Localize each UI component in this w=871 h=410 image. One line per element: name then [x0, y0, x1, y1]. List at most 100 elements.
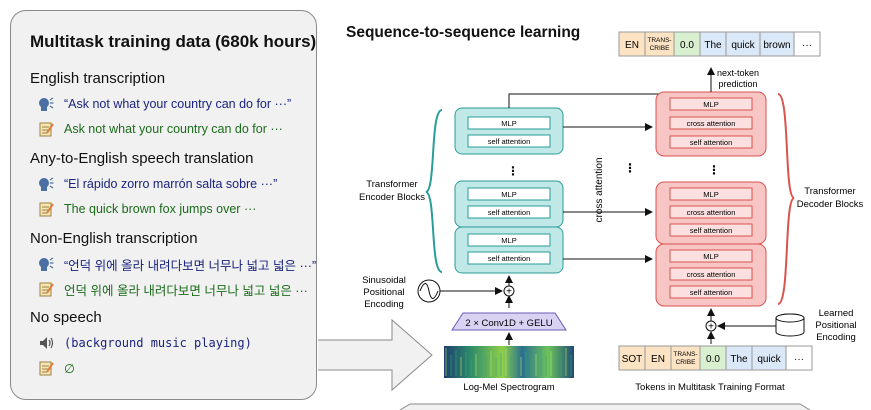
decoder-bracket: [777, 93, 795, 305]
memo-icon: [38, 360, 54, 376]
flow-arrow: [318, 318, 433, 392]
decoder-mlp-label: MLP: [703, 252, 718, 261]
sinusoidal-label-3: Encoding: [364, 299, 404, 310]
diagram-title: Sequence-to-sequence learning: [346, 24, 580, 41]
token-cell: [673, 31, 701, 57]
speaker-icon: [38, 335, 54, 351]
decoder-cross-attention-label: cross attention: [687, 270, 736, 279]
section-heading: Any-to-English speech translation: [30, 150, 254, 167]
example-row: ∅: [38, 359, 75, 377]
example-text: Ask not what your country can do for ···: [64, 122, 283, 136]
tokens-label: Tokens in Multitask Training Format: [635, 382, 785, 393]
encoder-block-top: MLP self attention: [454, 107, 564, 155]
memo-icon: [38, 281, 54, 297]
token-label: EN: [625, 40, 639, 51]
bottom-partial-panel: [399, 403, 811, 410]
learned-label-2: Positional: [815, 320, 856, 331]
example-row: (background music playing): [38, 334, 252, 352]
encoder-ellipsis: ⋮: [507, 164, 519, 178]
example-text: “El rápido zorro marrón salta sobre ···”: [64, 177, 278, 191]
decoder-cross-attention-label: cross attention: [687, 208, 736, 217]
memo-icon: [38, 121, 54, 137]
example-row: 언덕 위에 올라 내려다보면 너무나 넓고 넓은 ···: [38, 280, 308, 298]
encoder-label-line2: Encoder Blocks: [359, 192, 425, 203]
memo-icon: [38, 201, 54, 217]
learned-label-3: Encoding: [816, 332, 856, 343]
next-token-label-2: prediction: [718, 79, 757, 89]
conv-block: [451, 312, 567, 331]
encoder-bracket: [425, 109, 443, 273]
encoder-mlp-label: MLP: [501, 236, 516, 245]
decoder-mlp-label: MLP: [703, 190, 718, 199]
example-row: “언덕 위에 올라 내려다보면 너무나 넓고 넓은 ···”: [38, 255, 316, 273]
token-label: CRIBE: [650, 45, 671, 52]
svg-text:+: +: [506, 287, 512, 298]
token-cell: [699, 345, 727, 371]
token-label: brown: [763, 40, 790, 51]
token-cell: [759, 31, 795, 57]
sinusoidal-label-1: Sinusoidal: [362, 275, 406, 286]
speaking-head-icon: [38, 256, 54, 272]
example-text: “언덕 위에 올라 내려다보면 너무나 넓고 넓은 ···”: [64, 258, 317, 273]
decoder-block-bottom: MLP cross attention self attention: [655, 243, 767, 307]
panel-title: Multitask training data (680k hours): [30, 32, 317, 51]
section-heading: No speech: [30, 309, 102, 326]
token-cell: [725, 345, 753, 371]
encoder-block-bottom: MLP self attention: [454, 226, 564, 274]
token-cell: [618, 31, 646, 57]
token-label: ···: [794, 354, 804, 365]
speaking-head-icon: [38, 96, 54, 112]
token-cell: [644, 31, 675, 57]
token-cell: [751, 345, 787, 371]
spectrogram-label: Log-Mel Spectrogram: [463, 382, 554, 393]
decoder-ellipsis: ⋮: [708, 163, 720, 177]
token-label: TRANS-: [673, 351, 697, 358]
token-label: CRIBE: [676, 359, 697, 366]
decoder-label-line1: Transformer: [804, 186, 855, 197]
token-label: quick: [757, 354, 781, 365]
spectrogram-image: [444, 346, 574, 378]
speaking-head-icon: [38, 176, 54, 192]
encoder-self-attention-label: self attention: [488, 137, 531, 146]
encoder-label-line1: Transformer: [366, 179, 417, 190]
cross-attention-vertical-label: cross attention: [594, 157, 605, 222]
svg-text:+: +: [708, 322, 714, 333]
token-cell: [670, 345, 701, 371]
decoder-label-line2: Decoder Blocks: [797, 199, 864, 210]
example-row: “Ask not what your country can do for ··…: [38, 95, 291, 113]
example-row: “El rápido zorro marrón salta sobre ···”: [38, 175, 277, 193]
example-row: The quick brown fox jumps over ···: [38, 200, 256, 218]
decoder-mlp-label: MLP: [703, 100, 718, 109]
token-cell: [644, 345, 672, 371]
token-label: quick: [731, 40, 755, 51]
decoder-cross-attention-label: cross attention: [687, 119, 736, 128]
conv-label: 2 × Conv1D + GELU: [465, 318, 552, 329]
token-label: SOT: [622, 354, 643, 365]
example-text: ∅: [64, 361, 75, 376]
next-token-label-1: next-token: [717, 68, 759, 78]
example-text: (background music playing): [64, 336, 252, 350]
token-cell: [618, 345, 646, 371]
token-label: 0.0: [680, 40, 694, 51]
token-cell: [793, 31, 821, 57]
token-cell: [699, 31, 727, 57]
token-cell: [725, 31, 761, 57]
decoder-block-top: MLP cross attention self attention: [655, 91, 767, 157]
section-heading: English transcription: [30, 70, 166, 87]
learned-embedding-icon: [775, 313, 805, 337]
multitask-data-panel: [10, 10, 317, 400]
example-row: Ask not what your country can do for ···: [38, 120, 283, 138]
section-heading: Non-English transcription: [30, 230, 198, 247]
encoder-mlp-label: MLP: [501, 190, 516, 199]
token-label: 0.0: [706, 354, 720, 365]
encoder-block-middle: MLP self attention: [454, 180, 564, 228]
decoder-self-attention-label: self attention: [690, 226, 733, 235]
decoder-self-attention-label: self attention: [690, 138, 733, 147]
cross-attention-ellipsis: ⋮: [624, 161, 636, 175]
encoder-self-attention-label: self attention: [488, 208, 531, 217]
token-cell: [785, 345, 813, 371]
